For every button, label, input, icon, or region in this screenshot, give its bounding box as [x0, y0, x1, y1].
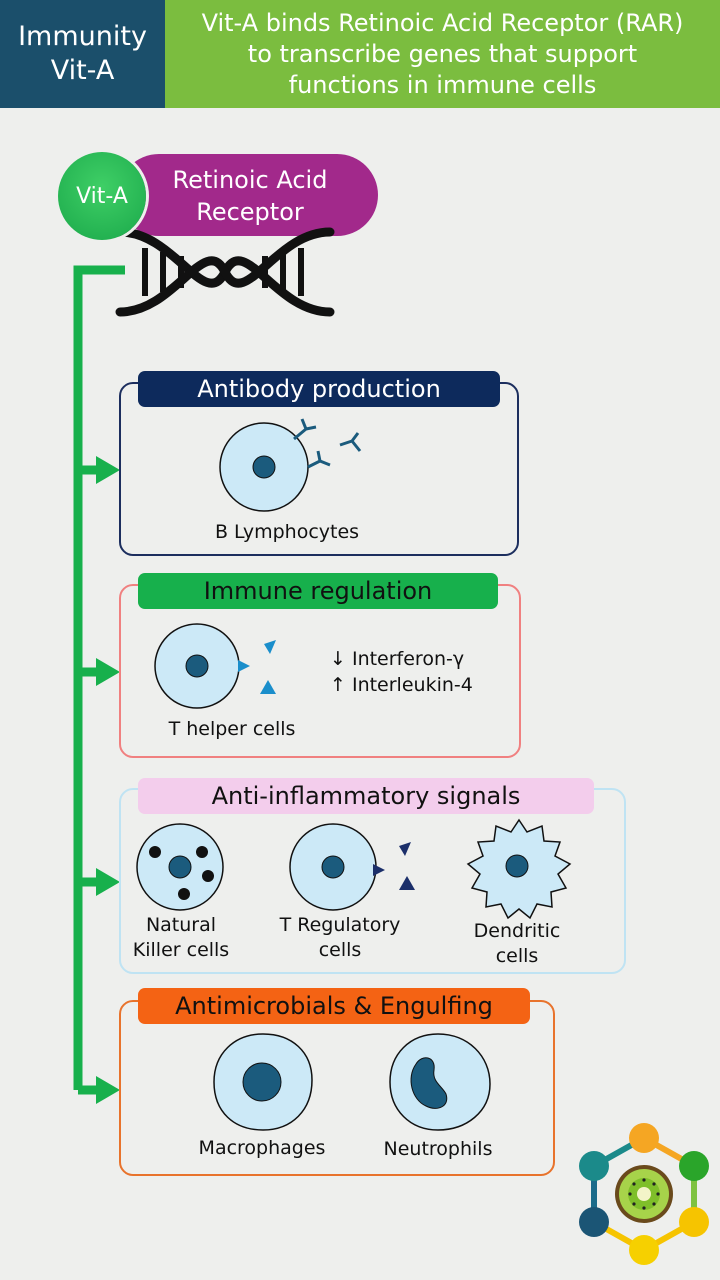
receptor-label: Retinoic Acid Receptor [150, 164, 350, 228]
signal-icon [264, 640, 276, 654]
summary-line-2: to transcribe genes that support [247, 39, 638, 68]
summary-line-3: functions in immune cells [288, 70, 597, 99]
natural-killer-label: Natural Killer cells [110, 913, 252, 963]
signal-icon [399, 842, 411, 856]
macrophages-label: Macrophages [198, 1137, 326, 1159]
natural-killer-line-1: Natural [145, 914, 217, 936]
interleukin-effect: ↑ Interleukin-4 [330, 674, 473, 696]
brand-logo [579, 1123, 709, 1265]
interferon-effect: ↓ Interferon-γ [330, 648, 465, 670]
topic-banner: Immunity Vit-A [0, 0, 165, 108]
dendritic-label: Dendritic cells [446, 919, 588, 969]
kiwi-icon [615, 1165, 673, 1223]
antibody-icon [293, 418, 362, 469]
receptor-pill [118, 154, 378, 236]
arrow-head-antibody [96, 456, 120, 484]
antimicrobial-title: Antimicrobials & Engulfing [138, 988, 530, 1024]
summary-line-1: Vit-A binds Retinoic Acid Receptor (RAR) [201, 8, 684, 37]
antibody-title: Antibody production [138, 371, 500, 407]
receptor-line-1: Retinoic Acid [172, 166, 328, 194]
b-lymphocyte-icon [219, 418, 362, 512]
t-regulatory-cell-icon [289, 823, 415, 911]
antiinflam-title: Anti-inflammatory signals [138, 778, 594, 814]
neutrophil-icon [389, 1033, 491, 1131]
b-lymphocytes-label: B Lymphocytes [214, 521, 360, 543]
t-helper-cell-icon [154, 623, 276, 709]
signal-icon [238, 660, 250, 672]
neutrophils-label: Neutrophils [383, 1138, 493, 1160]
dendritic-cell-icon [466, 818, 572, 920]
t-regulatory-line-1: T Regulatory [279, 914, 401, 936]
topic-line-1: Immunity [18, 21, 147, 52]
summary-banner: Vit-A binds Retinoic Acid Receptor (RAR)… [165, 0, 720, 108]
dendritic-line-2: cells [495, 945, 539, 967]
signal-icon [260, 680, 276, 694]
signal-icon [399, 876, 415, 890]
t-regulatory-line-2: cells [318, 939, 362, 961]
receptor-line-2: Receptor [196, 198, 304, 226]
macrophage-icon [213, 1033, 313, 1131]
main-stem [73, 265, 125, 1090]
natural-killer-cell-icon [136, 823, 224, 911]
dna-icon [115, 227, 335, 317]
topic-line-2: Vit-A [50, 55, 115, 86]
arrow-head-regulation [96, 658, 120, 686]
vit-a-badge: Vit-A [58, 152, 146, 240]
t-regulatory-label: T Regulatory cells [260, 913, 420, 963]
natural-killer-line-2: Killer cells [132, 939, 230, 961]
arrow-head-antimicrobial [96, 1076, 120, 1104]
cytokine-effects: ↓ Interferon-γ ↑ Interleukin-4 [330, 646, 473, 698]
signal-icon [373, 864, 385, 876]
t-helper-label: T helper cells [168, 718, 296, 740]
arrow-head-antiinflam [96, 868, 120, 896]
dendritic-line-1: Dendritic [473, 920, 561, 942]
regulation-title: Immune regulation [138, 573, 498, 609]
